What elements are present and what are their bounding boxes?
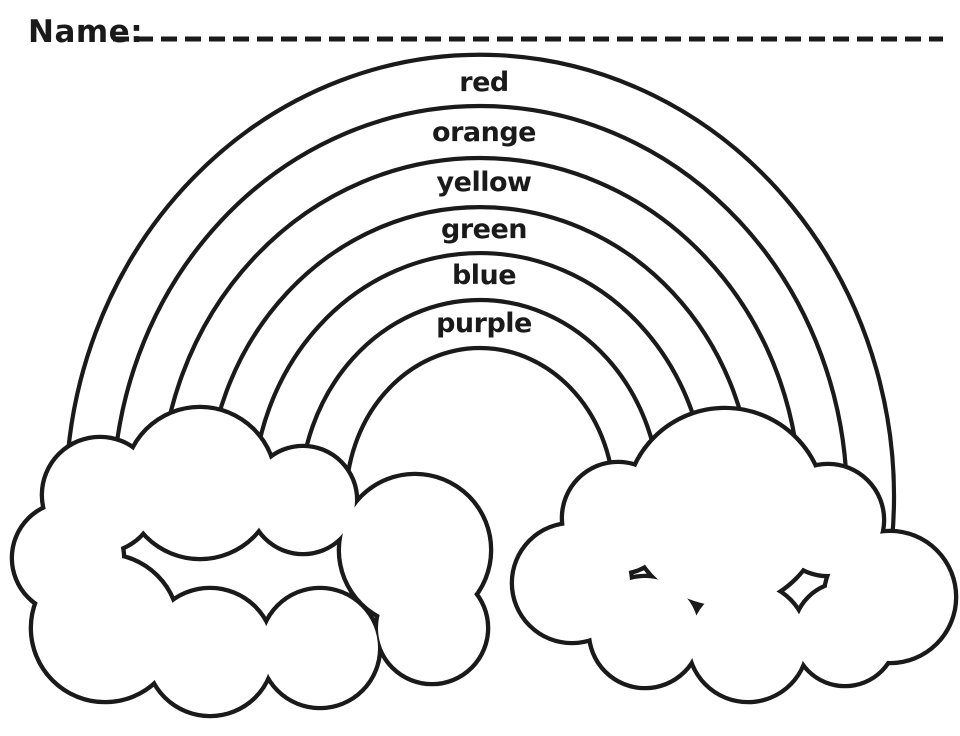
rainbow-band-labels: red orange yellow green blue purple [432, 67, 536, 339]
left-cloud [9, 404, 494, 719]
name-label: Name: [28, 14, 143, 50]
right-cloud-fill-mask [514, 410, 954, 700]
band-label-blue: blue [452, 260, 516, 291]
rainbow-arc-4 [204, 204, 756, 503]
rainbow-arc-6 [297, 297, 663, 503]
rainbow-arc-inner [343, 345, 617, 503]
right-cloud [509, 405, 959, 705]
band-label-red: red [459, 67, 508, 98]
band-label-orange: orange [432, 117, 536, 148]
rainbow [63, 52, 897, 543]
header: Name: [28, 14, 943, 50]
left-cloud-fill-mask [14, 409, 489, 714]
band-label-green: green [441, 214, 527, 245]
band-label-yellow: yellow [437, 167, 532, 198]
rainbow-arc-5 [250, 250, 710, 503]
rainbow-arc-outer [63, 52, 897, 543]
rainbow-arc-2 [110, 103, 850, 503]
band-label-purple: purple [436, 308, 532, 339]
rainbow-arc-3 [157, 155, 803, 503]
